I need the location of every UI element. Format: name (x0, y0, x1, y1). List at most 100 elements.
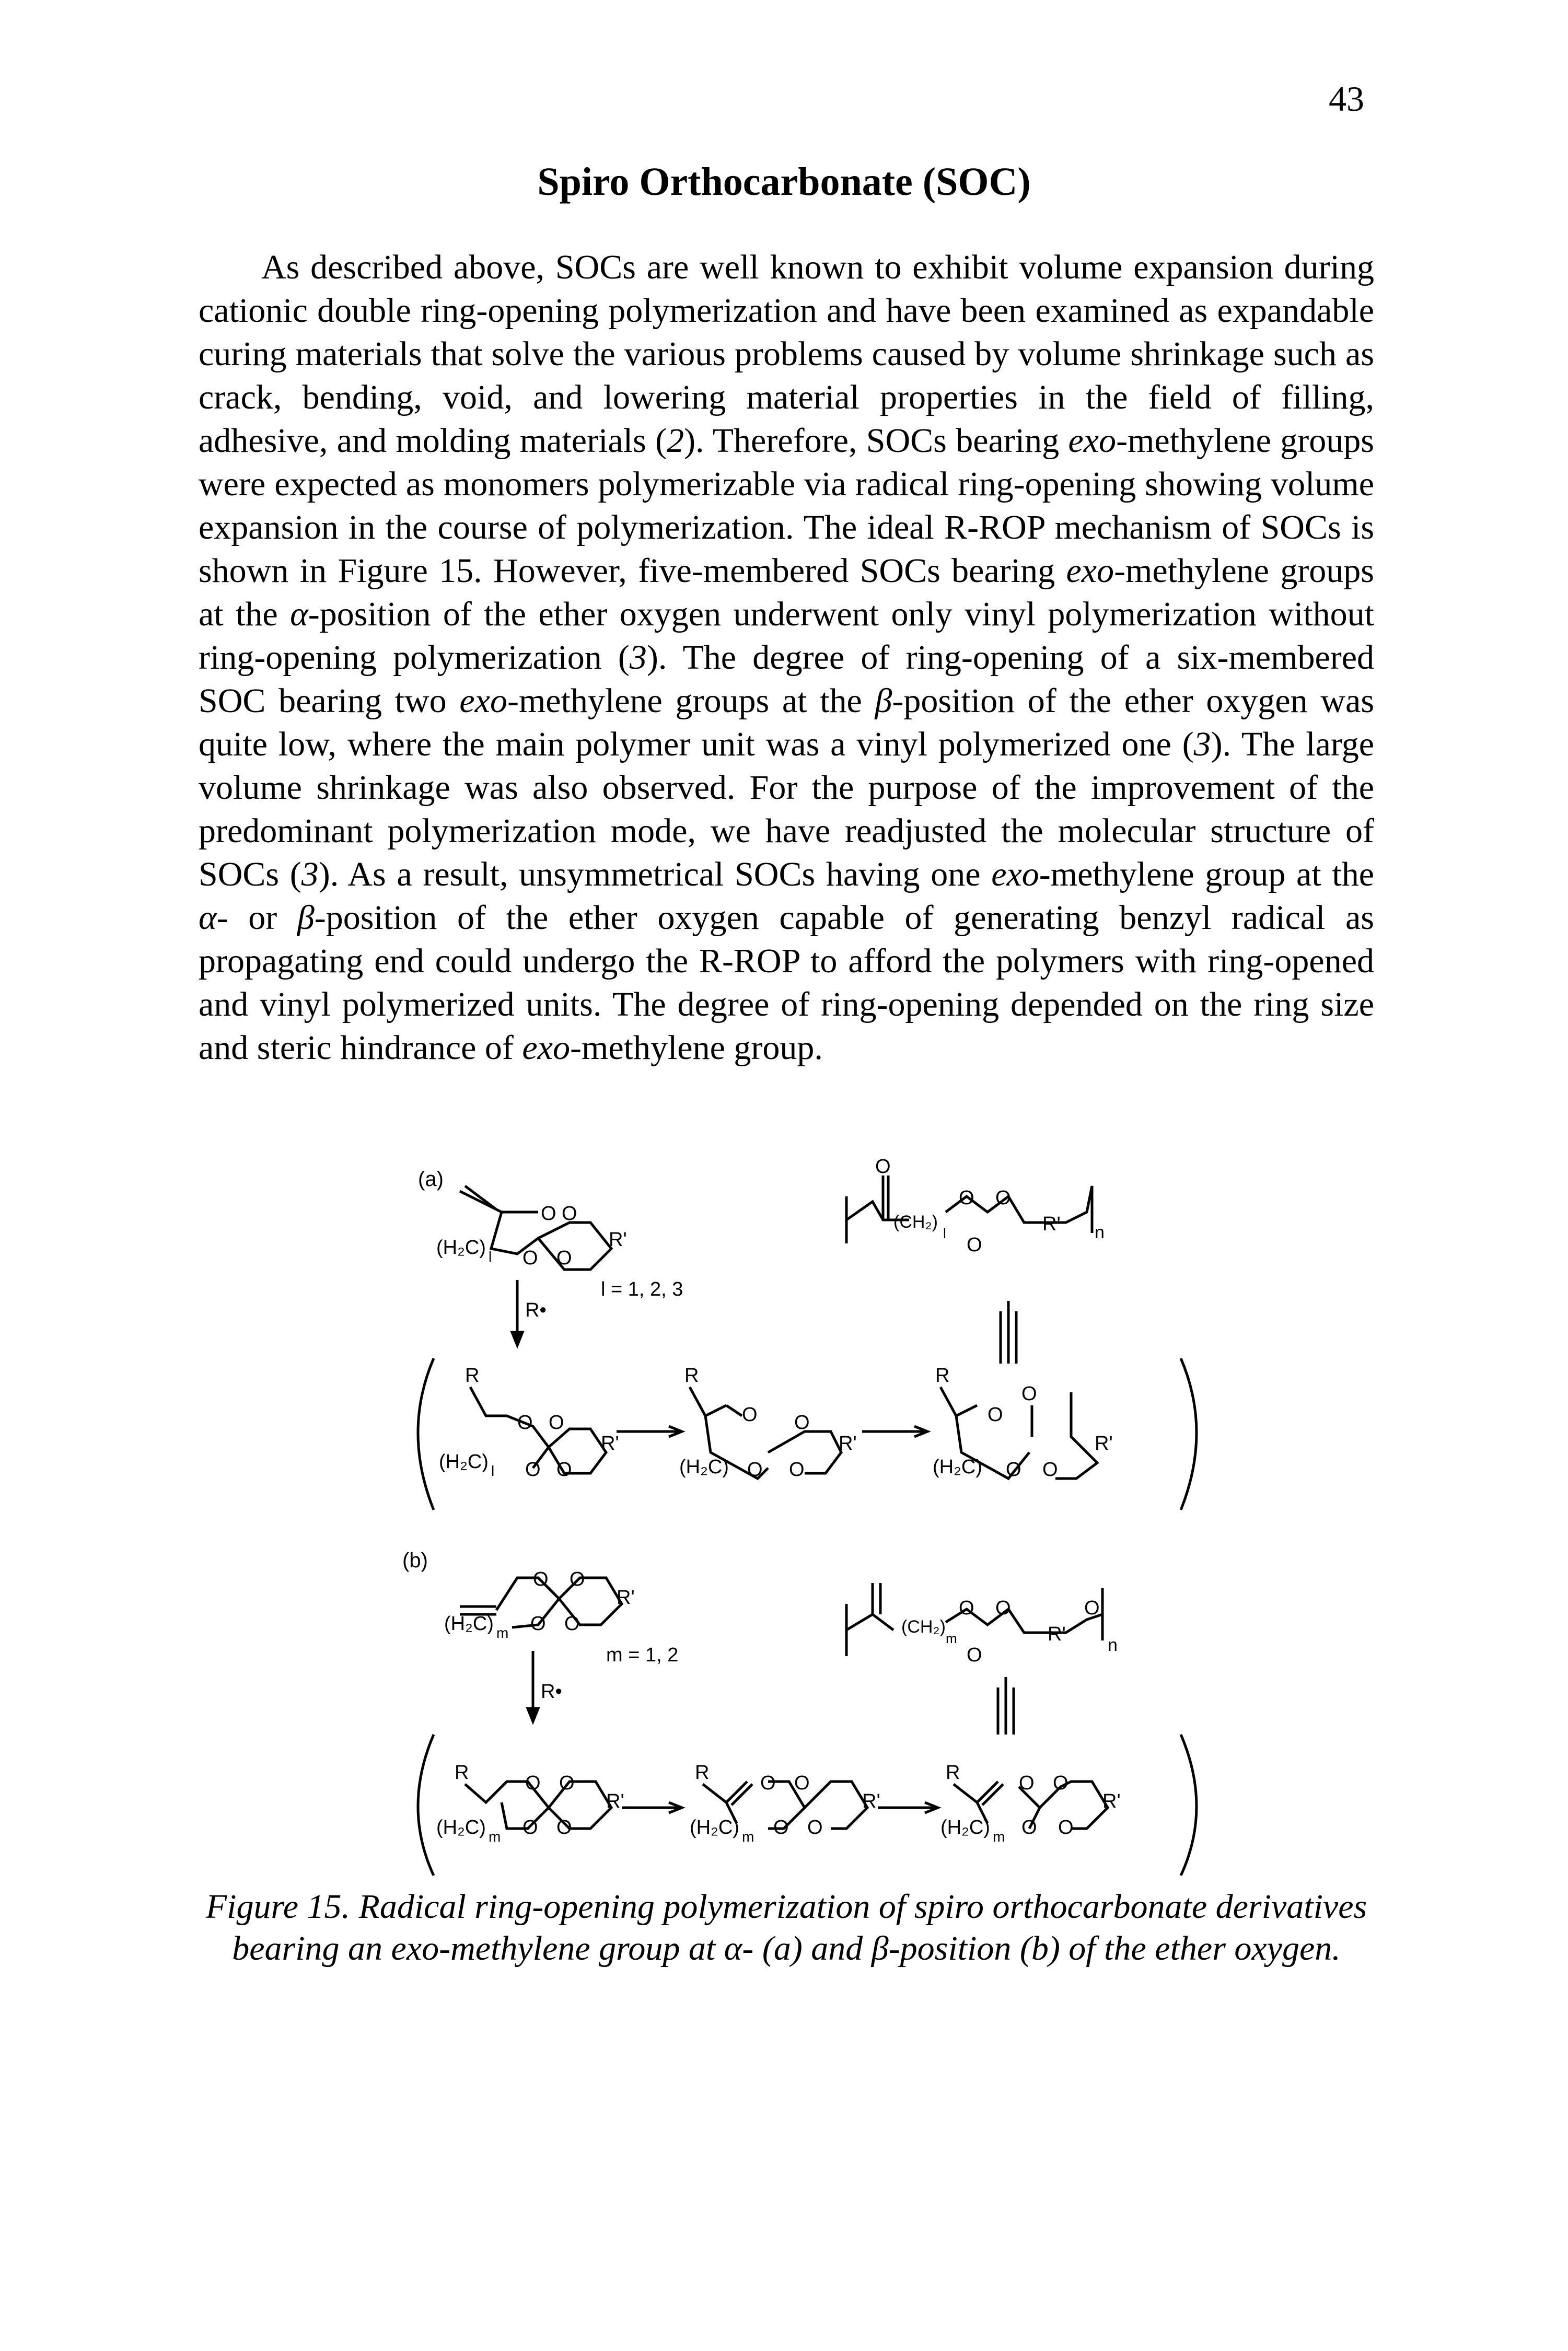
monomer-a-structure: O O O O R' (H₂C) l (436, 1185, 627, 1271)
oxygen-atom: O (794, 1412, 810, 1434)
text-run: -position of the ether oxygen was quite … (199, 682, 1375, 763)
text-run: As described above, SOCs are well known … (199, 248, 1374, 460)
oxygen-atom: O (556, 1247, 572, 1269)
oxygen-atom: O (517, 1412, 533, 1434)
oxygen-atom: O (807, 1817, 823, 1838)
oxygen-atom: O (789, 1459, 805, 1481)
r-prime-group: R' (1102, 1790, 1121, 1812)
text-run: ). The degree of ring-opening of a six-m… (199, 638, 1375, 720)
oxygen-atom: O (541, 1203, 556, 1225)
greek-symbol: β (871, 1929, 889, 1968)
text-run: -methylene groups were expected as monom… (199, 422, 1374, 590)
page-number: 43 (1329, 79, 1364, 119)
oxygen-atom: O (533, 1568, 549, 1590)
r-group: R (695, 1762, 709, 1784)
text-run: ). Therefore, SOCs bearing (684, 422, 1068, 460)
intermediate-a2: R O O O O R' (H₂C) (679, 1365, 857, 1481)
intermediate-b2: R O O O O R' (H₂C) m (690, 1762, 880, 1845)
ch2-group: (CH₂) (893, 1212, 938, 1232)
oxygen-atom: O (570, 1568, 585, 1590)
subscript-l: l (943, 1226, 946, 1241)
r-prime-group: R' (609, 1229, 627, 1251)
oxygen-atom: O (773, 1817, 789, 1838)
radical-initiator: R• (525, 1299, 547, 1321)
reference-number: 2 (667, 422, 684, 460)
h2c-group: (H₂C) (436, 1237, 486, 1259)
oxygen-atom: O (794, 1772, 810, 1794)
reference-number: 3 (1193, 725, 1211, 763)
subscript-l: l (489, 1249, 492, 1265)
reference-number: 3 (629, 638, 647, 677)
scheme-a-label: (a) (418, 1168, 444, 1191)
r-prime-group: R' (617, 1587, 635, 1609)
caption-text: Figure 15. Radical ring-opening polymeri… (205, 1888, 1367, 1968)
oxygen-atom: O (995, 1187, 1011, 1209)
oxygen-atom: O (959, 1187, 974, 1209)
polymer-a-structure: O (CH₂) l O O O R' n (845, 1156, 1105, 1256)
oxygen-atom: O (1021, 1817, 1037, 1838)
subscript-m: m (993, 1829, 1005, 1845)
intermediate-a3: R O O O O R' (H₂C) (933, 1365, 1113, 1481)
equilibrium-arrows (999, 1301, 1018, 1364)
italic-term: exo (1068, 422, 1117, 460)
polymer-b-structure: (CH₂) m O O O R' O n (845, 1583, 1118, 1666)
oxygen-atom: O (522, 1247, 538, 1269)
scheme-b-label: (b) (402, 1549, 428, 1572)
oxygen-atom: O (967, 1234, 982, 1256)
reaction-arrow (617, 1425, 686, 1438)
arrowhead (526, 1707, 540, 1725)
greek-symbol: β (297, 899, 315, 937)
reaction-arrow (862, 1425, 931, 1438)
h2c-group: (H₂C) (933, 1456, 982, 1478)
oxygen-atom: O (1019, 1772, 1035, 1794)
text-run: -position of the ether oxygen capable of… (199, 899, 1374, 1067)
right-parenthesis (1179, 1358, 1198, 1510)
oxygen-atom: O (525, 1459, 541, 1481)
subscript-m: m (946, 1631, 957, 1646)
caption-text: - (a) and (742, 1929, 872, 1968)
reference-number: 3 (301, 855, 319, 893)
oxygen-atom: O (967, 1644, 982, 1666)
oxygen-atom: O (556, 1459, 572, 1481)
oxygen-atom: O (530, 1613, 546, 1635)
figure-15: (a) O O O O R' (H₂C) l l = 1, 2, 3 R• O … (392, 1155, 1217, 1877)
r-prime-group: R' (601, 1433, 619, 1454)
oxygen-atom: O (1084, 1597, 1100, 1619)
oxygen-atom: O (556, 1817, 572, 1838)
figure-caption: Figure 15. Radical ring-opening polymeri… (199, 1886, 1374, 1970)
body-paragraph: As described above, SOCs are well known … (199, 246, 1374, 1069)
left-parenthesis (416, 1358, 435, 1510)
oxygen-atom: O (959, 1597, 974, 1619)
oxygen-atom: O (995, 1597, 1011, 1619)
r-prime-group: R' (862, 1790, 880, 1812)
subscript-m: m (489, 1829, 501, 1845)
text-run: - or (216, 899, 297, 937)
r-prime-group: R' (839, 1433, 857, 1454)
oxygen-atom: O (1042, 1459, 1058, 1481)
italic-term: exo (459, 682, 507, 720)
ch2-group: (CH₂) (901, 1617, 946, 1637)
italic-term: exo (991, 855, 1039, 893)
subscript-n: n (1108, 1635, 1118, 1655)
oxygen-atom: O (525, 1772, 541, 1794)
monomer-b-structure: O O O O R' (H₂C) m (444, 1568, 635, 1641)
h2c-group: (H₂C) (439, 1451, 489, 1473)
r-group: R (455, 1762, 469, 1784)
italic-term: exo (1066, 552, 1114, 590)
r-group: R (935, 1365, 949, 1387)
section-title: Spiro Orthocarbonate (SOC) (537, 160, 1031, 204)
oxygen-atom: O (875, 1156, 891, 1178)
text-run: -methylene group at the (1039, 855, 1375, 893)
caption-text: -position (b) of the ether oxygen. (888, 1929, 1341, 1968)
intermediate-a1: R O O O O R' (H₂C) l (439, 1365, 619, 1481)
h2c-group: (H₂C) (444, 1613, 494, 1635)
r-group: R (684, 1365, 699, 1387)
r-prime-group: R' (1042, 1213, 1061, 1235)
r-prime-group: R' (1048, 1623, 1066, 1645)
text-run: -methylene group. (570, 1029, 823, 1067)
greek-symbol: α (199, 899, 217, 937)
h2c-group: (H₂C) (436, 1817, 486, 1838)
subscript-m: m (742, 1829, 754, 1845)
reaction-scheme: (a) O O O O R' (H₂C) l l = 1, 2, 3 R• O … (402, 1156, 1198, 1877)
oxygen-atom: O (1058, 1817, 1074, 1838)
